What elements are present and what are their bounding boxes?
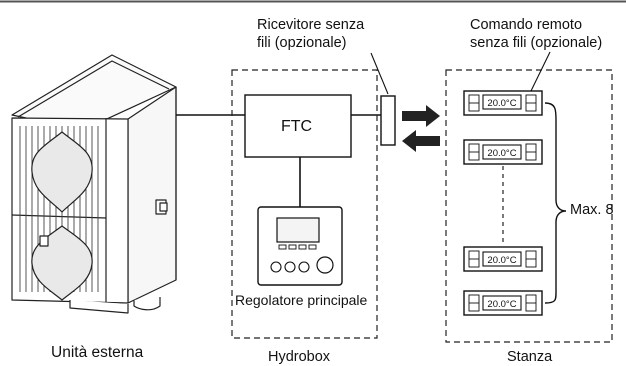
ftc-box (244, 94, 352, 158)
receiver-label-line2: fili (opzionale) (257, 35, 347, 51)
room-thermostat-1: 20.0°C (463, 90, 543, 116)
wireless-receiver (380, 95, 396, 146)
main-controller-device (257, 206, 343, 286)
main-controller-label: Regolatore principale (235, 292, 368, 308)
remote-label-line1: Comando remoto (470, 17, 583, 33)
room-thermostat-4: 20.0°C (463, 290, 543, 316)
thermostat-display-text: 20.0°C (487, 299, 516, 310)
receiver-label-line1: Ricevitore senza (257, 17, 365, 33)
thermostat-display-text: 20.0°C (487, 255, 516, 266)
remote-pointer (529, 51, 551, 94)
thermostat-display-text: 20.0°C (487, 148, 516, 159)
hydrobox-boundary (231, 69, 378, 339)
max-label: Max. 8 (570, 202, 614, 218)
outdoor-unit-label: Unità esterna (51, 344, 144, 361)
room-label: Stanza (507, 349, 553, 365)
ftc-label: FTC (281, 118, 313, 135)
room-thermostat-2: 20.0°C (463, 139, 543, 165)
receiver-pointer (370, 52, 389, 95)
thermostat-display-text: 20.0°C (487, 98, 516, 109)
communication-arrows (402, 105, 440, 152)
max-bracket (544, 102, 567, 304)
room-boundary (445, 69, 613, 343)
room-thermostat-3: 20.0°C (463, 246, 543, 272)
outdoor-unit-illustration (11, 54, 177, 314)
remote-label-line2: senza fili (opzionale) (470, 35, 603, 51)
hydrobox-label: Hydrobox (268, 349, 331, 365)
